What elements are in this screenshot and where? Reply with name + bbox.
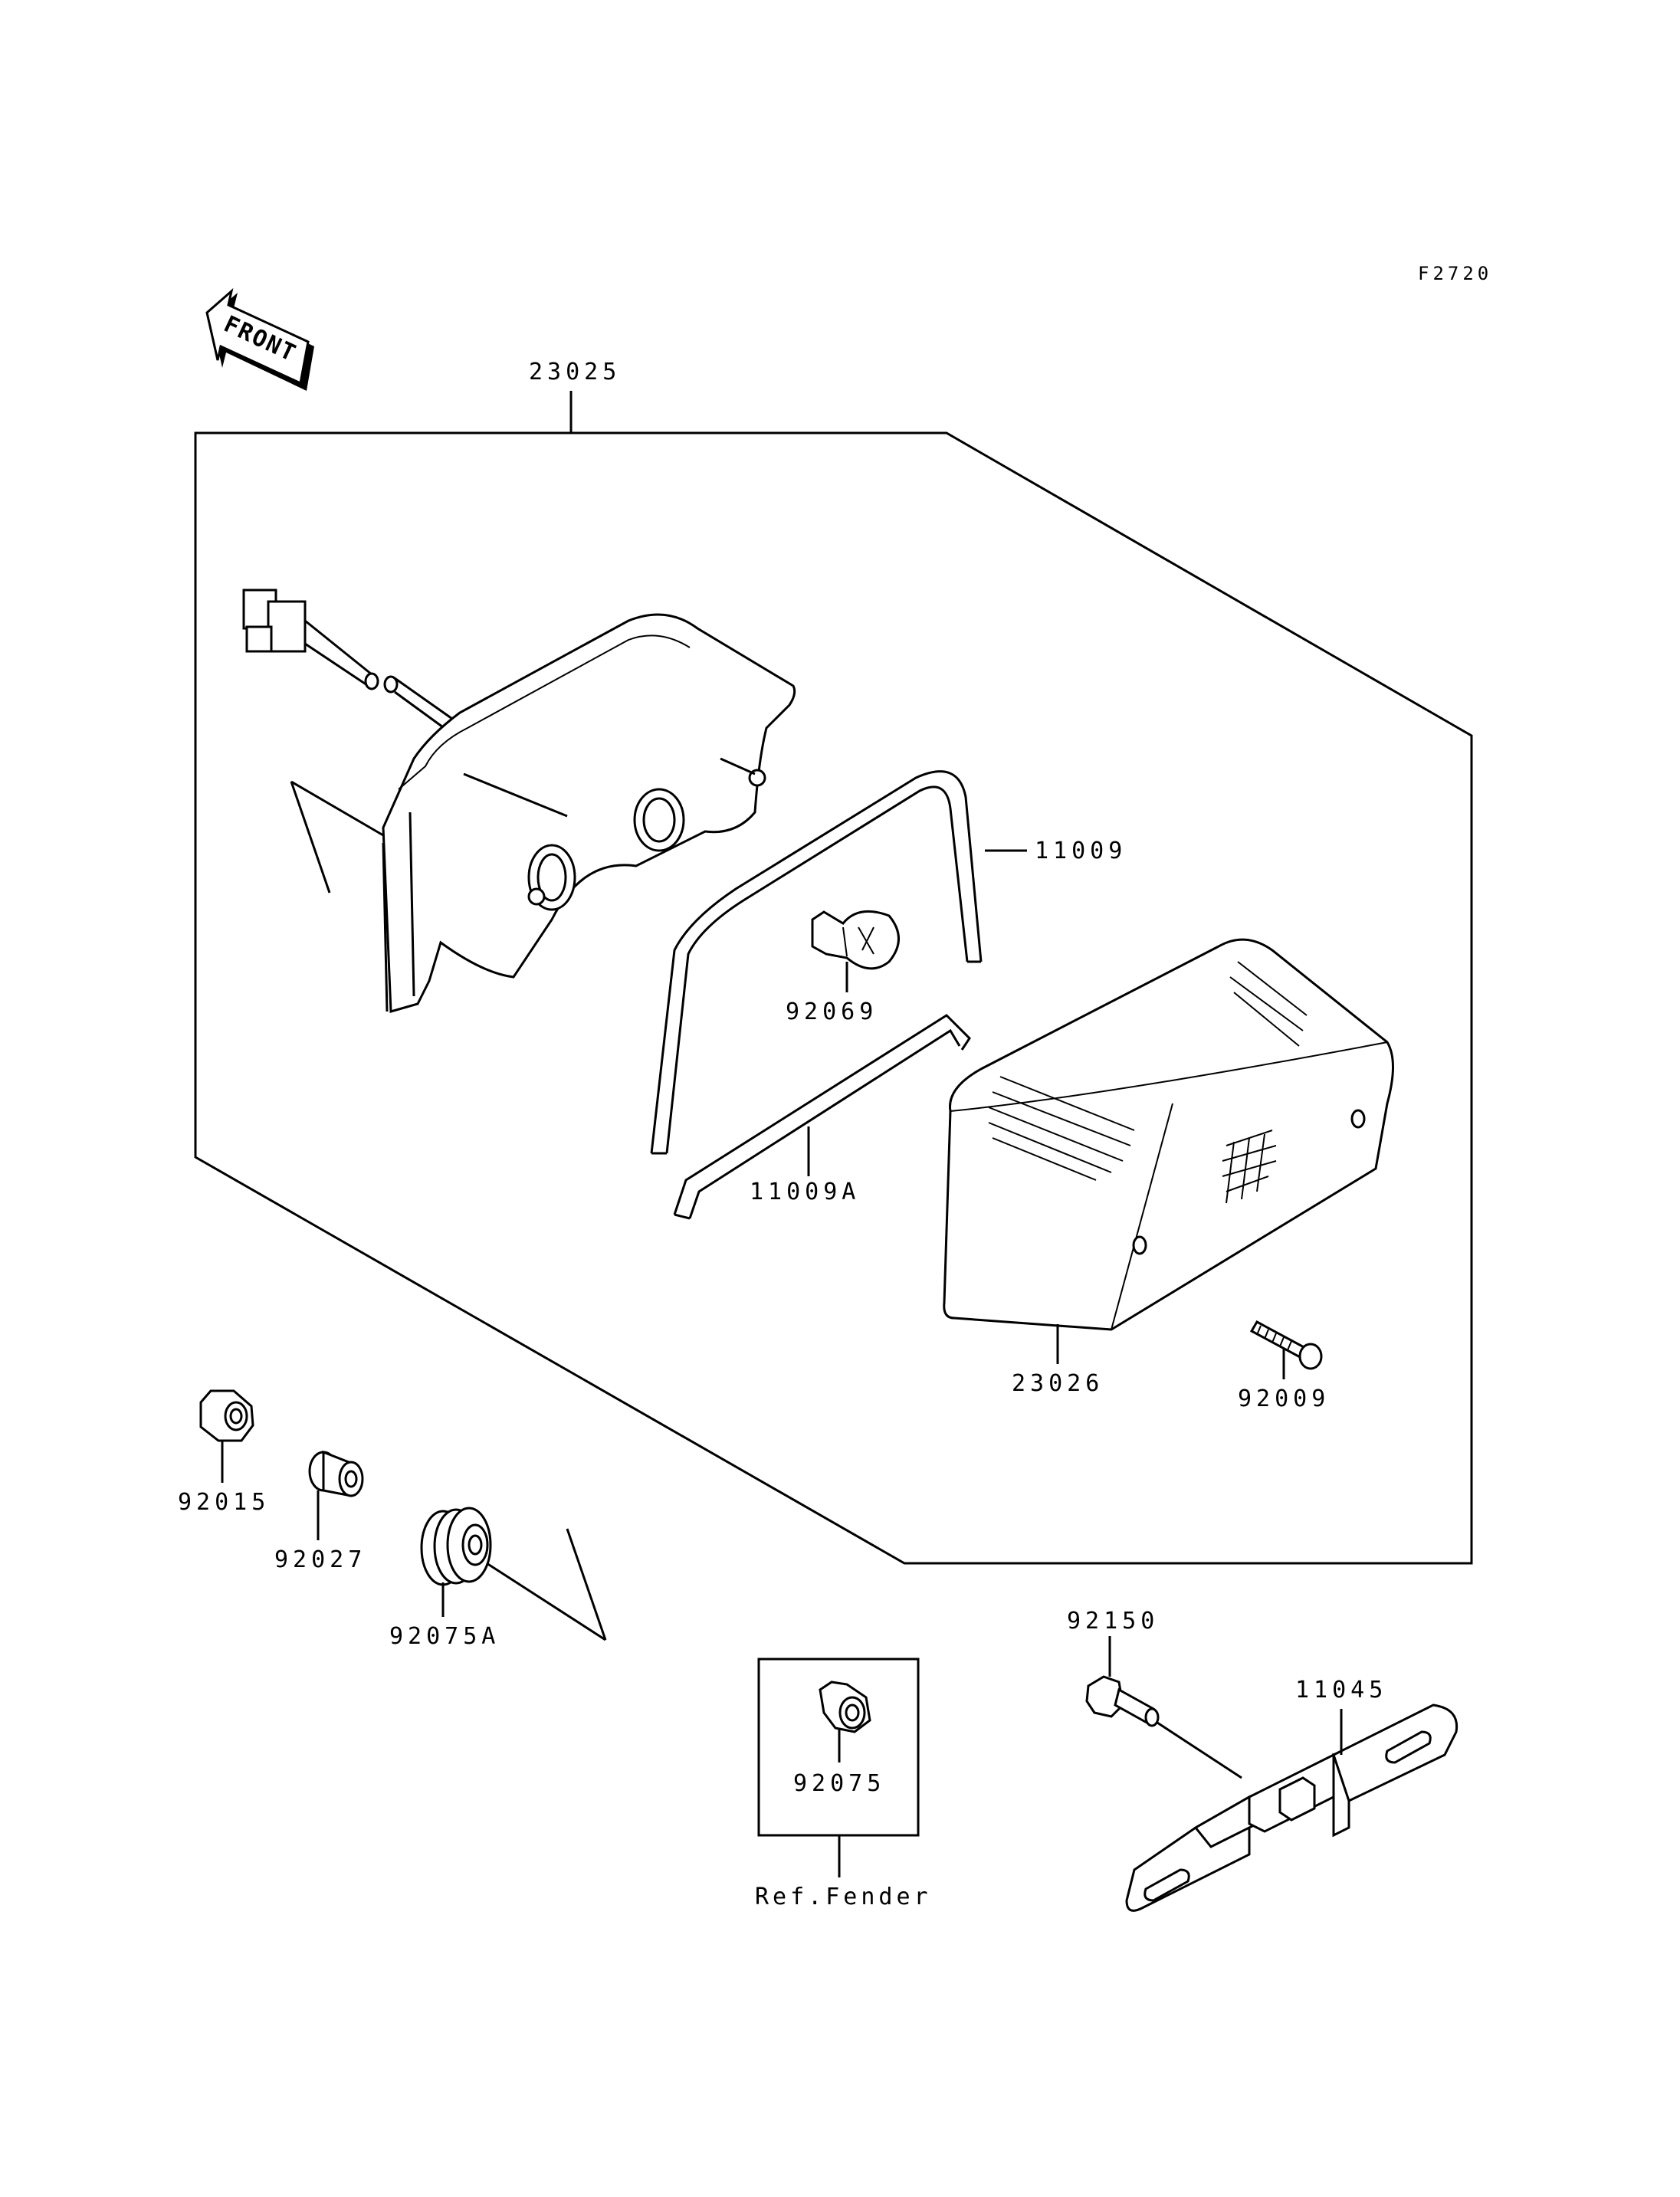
label-92075: 92075 xyxy=(793,1770,885,1797)
label-92015: 92015 xyxy=(178,1489,270,1516)
grommet-92075a xyxy=(420,1507,607,1641)
label-92027: 92027 xyxy=(274,1546,366,1573)
assembly-outline xyxy=(194,391,1473,1565)
bolt-92150 xyxy=(1085,1636,1242,1779)
lens-23026 xyxy=(943,938,1394,1364)
screw-92009 xyxy=(1249,1320,1323,1379)
tail-light-housing xyxy=(242,589,796,1013)
nut-92015 xyxy=(199,1389,254,1483)
label-92075A: 92075A xyxy=(389,1623,500,1650)
label-23025: 23025 xyxy=(529,359,621,385)
label-92009: 92009 xyxy=(1238,1385,1330,1412)
label-23026: 23026 xyxy=(1012,1370,1104,1397)
ref-fender-note: Ref.Fender xyxy=(755,1884,932,1910)
gasket-11009a xyxy=(673,1014,971,1220)
label-11009A: 11009A xyxy=(750,1179,860,1205)
ref-fender-box xyxy=(757,1658,920,1877)
bulb-92069 xyxy=(811,910,900,992)
gasket-11009 xyxy=(650,770,1027,1155)
label-92150: 92150 xyxy=(1067,1608,1159,1635)
label-92069: 92069 xyxy=(786,998,878,1025)
front-arrow-icon: FRONT xyxy=(205,287,314,391)
bracket-11045 xyxy=(1125,1703,1459,1912)
collar-92027 xyxy=(308,1450,364,1540)
label-11009: 11009 xyxy=(1035,838,1127,864)
label-11045: 11045 xyxy=(1295,1677,1387,1703)
figure-code: F2720 xyxy=(1418,263,1492,284)
